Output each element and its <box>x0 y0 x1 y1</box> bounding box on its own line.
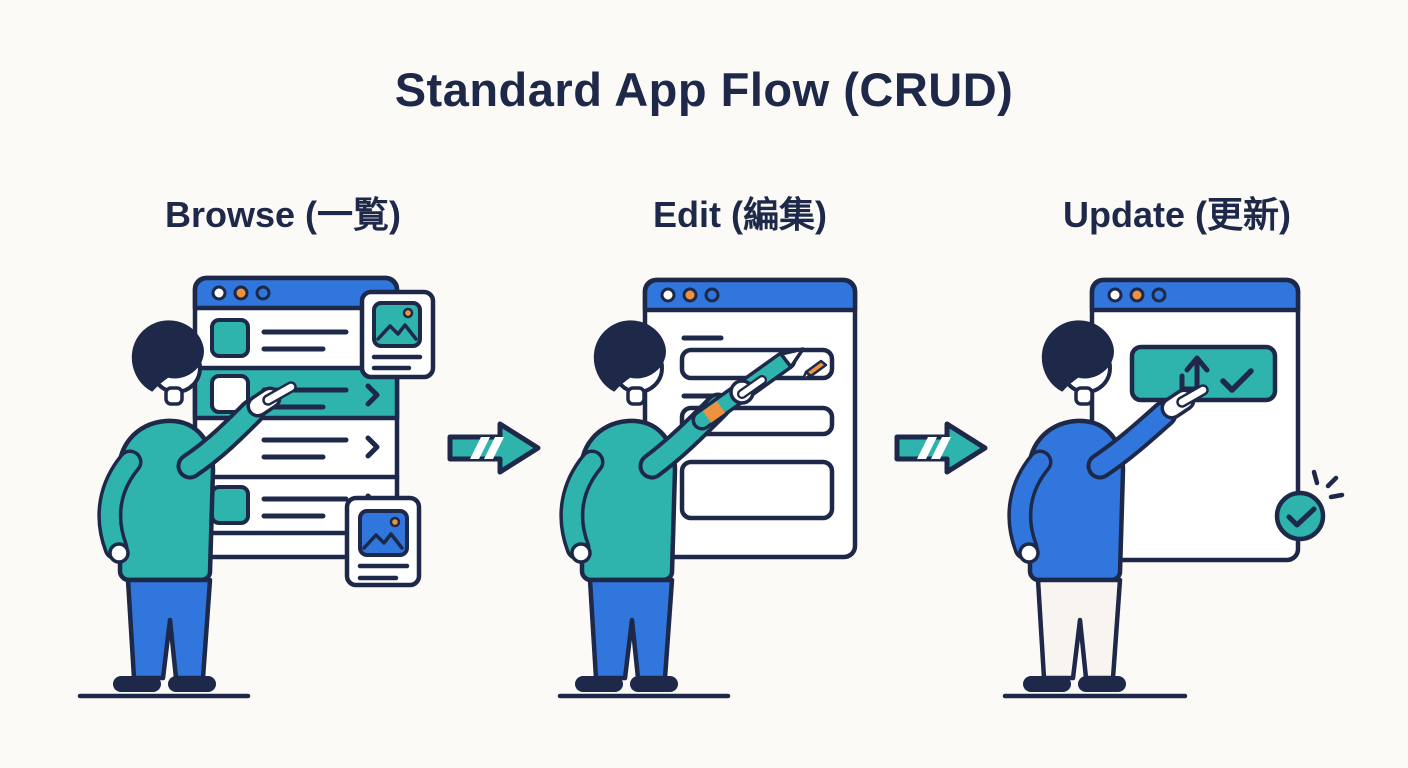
hand-finger <box>739 377 765 397</box>
person-left-hand <box>570 542 592 564</box>
badge-circle <box>1274 490 1326 542</box>
pointer-hand <box>1160 384 1209 420</box>
row-text-lines <box>261 496 349 519</box>
browser-titlebar <box>192 275 400 311</box>
edit-window <box>642 277 858 560</box>
checkmark-icon <box>1220 368 1254 393</box>
person-shoe <box>113 676 161 692</box>
person-neck <box>164 386 184 406</box>
window-dot-icon <box>211 285 227 301</box>
sparkle-line <box>1311 469 1320 486</box>
arrow-stripe <box>484 437 504 459</box>
arrow-stripe <box>931 437 951 459</box>
hand-finger <box>1178 386 1207 406</box>
edit-scene <box>557 277 858 699</box>
chevron-right-icon <box>365 435 380 459</box>
person-left-hand <box>1018 542 1040 564</box>
card-text-lines <box>357 563 410 581</box>
person-shoe <box>630 676 678 692</box>
browser-titlebar <box>1089 277 1301 313</box>
update-scene <box>1002 277 1345 699</box>
row-thumbnail <box>210 485 250 525</box>
hand-finger <box>264 383 295 404</box>
person-hair <box>131 320 204 392</box>
person-pants <box>1035 577 1123 681</box>
update-window <box>1089 277 1301 563</box>
pointer-hand <box>246 381 297 418</box>
person-update <box>1002 320 1209 699</box>
person-pants <box>125 577 213 681</box>
person-shoe <box>1023 676 1071 692</box>
sparkle-icon <box>1311 469 1345 500</box>
flow-arrow-icon <box>894 421 988 475</box>
browse-window <box>192 275 400 560</box>
pencil-tip <box>801 370 812 381</box>
panel-label-browse: Browse (一覧) <box>164 194 402 235</box>
image-placeholder-icon <box>372 301 422 348</box>
success-badge-icon <box>1274 469 1345 542</box>
person-left-arm <box>1010 453 1049 557</box>
image-mountains <box>376 323 418 341</box>
person-right-arm <box>180 402 262 476</box>
list-row-1 <box>210 318 349 358</box>
browse-scene <box>77 275 436 699</box>
person-shoe <box>168 676 216 692</box>
person-shoe <box>575 676 623 692</box>
browser-titlebar <box>642 277 858 313</box>
window-dot-icon <box>1129 287 1145 303</box>
person-left-hand <box>108 542 130 564</box>
panel-label-update: Update (更新) <box>1063 194 1291 235</box>
pencil-eraser-band <box>702 401 726 423</box>
flow-arrow-icon <box>447 421 541 475</box>
image-mountains <box>362 532 404 550</box>
window-dot-icon <box>704 287 720 303</box>
image-placeholder-icon <box>358 509 409 557</box>
person-hair <box>593 320 666 392</box>
row-thumbnail <box>210 374 250 414</box>
list-row-3 <box>192 435 400 480</box>
chevron-right-icon <box>365 383 380 407</box>
detail-card-top <box>359 289 436 380</box>
pencil-icon <box>801 359 828 381</box>
image-sun-dot <box>389 516 401 528</box>
card-text-lines <box>371 354 423 371</box>
arrow-stripe <box>470 437 490 459</box>
list-row-2-highlighted <box>192 365 400 421</box>
row-text-lines <box>261 329 349 352</box>
page-title: Standard App Flow (CRUD) <box>394 63 1014 116</box>
window-dot-icon <box>660 287 676 303</box>
badge-check <box>1286 506 1317 528</box>
window-dot-icon <box>255 285 271 301</box>
save-button-graphic <box>1129 344 1278 403</box>
image-sun-dot <box>402 307 414 319</box>
form-textarea <box>679 459 835 521</box>
person-pants <box>587 577 675 681</box>
panel-label-edit: Edit (編集) <box>653 194 827 235</box>
person-neck <box>626 386 646 406</box>
window-dot-icon <box>1151 287 1167 303</box>
window-dot-icon <box>1107 287 1123 303</box>
person-left-arm <box>562 453 601 557</box>
person-left-arm <box>100 453 139 557</box>
person-right-arm <box>1090 404 1174 476</box>
upload-arrow-head <box>1184 355 1210 373</box>
person-browse <box>77 320 297 699</box>
sparkle-line <box>1325 475 1339 489</box>
gripping-hand <box>729 375 767 405</box>
arrow-stripe <box>917 437 937 459</box>
person-edit <box>557 320 805 699</box>
sparkle-line <box>1328 492 1345 500</box>
pencil-tip <box>779 347 805 369</box>
window-dot-icon <box>233 285 249 301</box>
person-neck <box>1074 386 1094 406</box>
row-text-lines <box>261 437 349 460</box>
row-thumbnail <box>210 318 250 358</box>
person-shoe <box>1078 676 1126 692</box>
detail-card-bottom <box>344 495 422 588</box>
person-hair <box>1041 320 1114 392</box>
window-dot-icon <box>682 287 698 303</box>
